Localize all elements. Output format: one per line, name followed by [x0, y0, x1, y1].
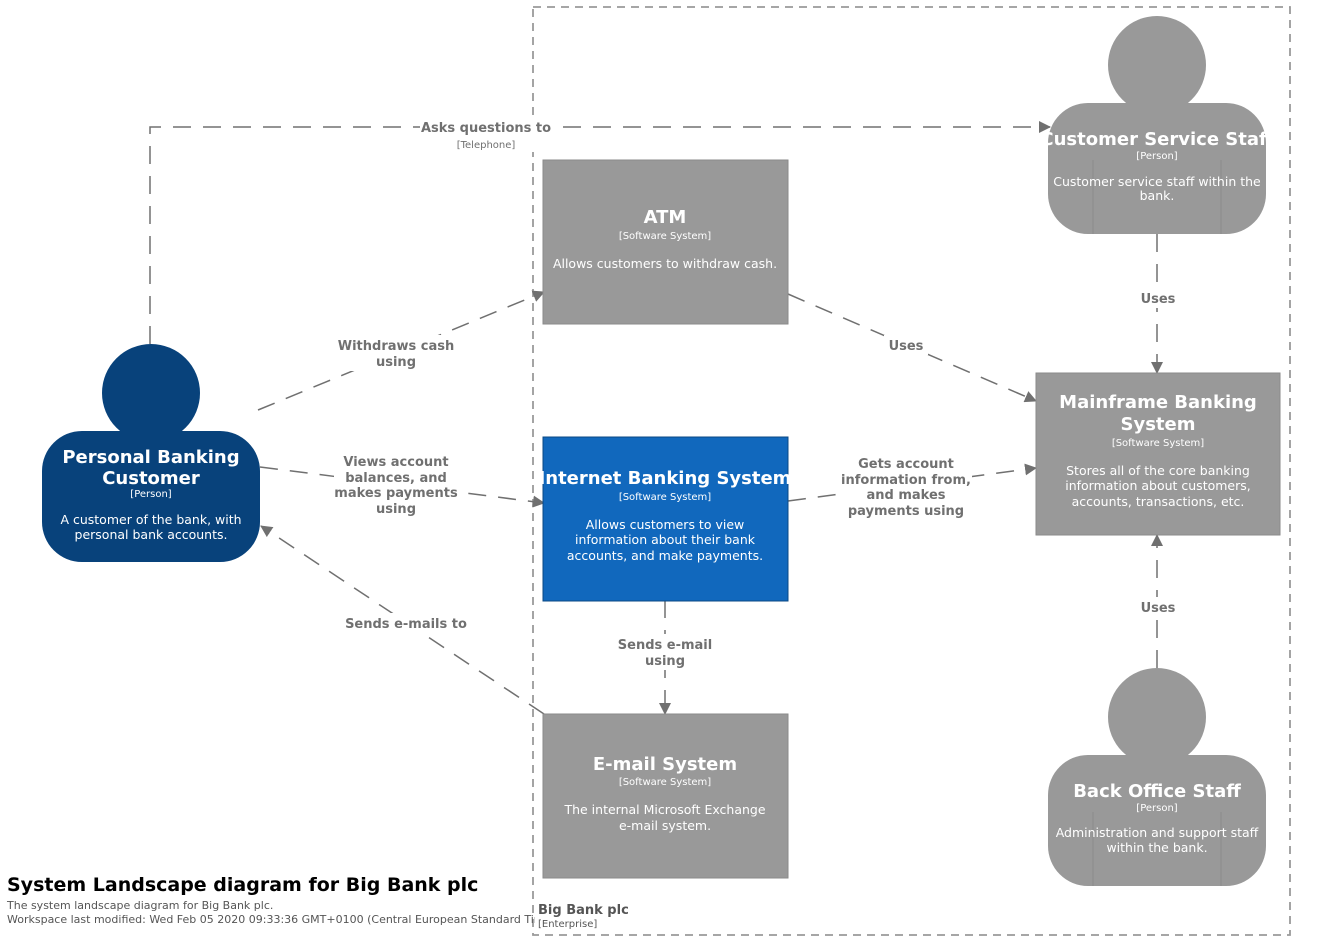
person-body — [42, 431, 260, 562]
email-system-box — [542, 713, 789, 879]
label-gets-account-info-line-4: payments using — [848, 504, 964, 519]
diagram-title: System Landscape diagram for Big Bank pl… — [7, 874, 479, 896]
label-cs-uses: Uses — [1136, 288, 1180, 308]
label-views-account-line-4: using — [376, 502, 416, 517]
diagram-description: The system landscape diagram for Big Ban… — [7, 899, 274, 912]
mainframe-name-line-1: Mainframe Banking — [1059, 392, 1257, 413]
label-views-account-line-1: Views account — [343, 455, 448, 470]
internet-banking-desc-line-1: Allows customers to view — [586, 517, 745, 532]
label-bo-uses-text: Uses — [1141, 601, 1176, 616]
label-bo-uses: Uses — [1136, 597, 1180, 617]
mainframe-banking-system[interactable]: Mainframe Banking System [Software Syste… — [1035, 372, 1281, 536]
internet-banking-type: [Software System] — [619, 492, 711, 503]
mainframe-box — [1035, 372, 1281, 536]
back-office-type: [Person] — [1136, 803, 1178, 814]
label-atm-uses-text: Uses — [889, 339, 924, 354]
personal-customer-type: [Person] — [130, 489, 172, 500]
email-system-desc-line-2: e-mail system. — [619, 818, 711, 833]
personal-customer-desc-line-2: personal bank accounts. — [75, 527, 228, 542]
customer-service-desc-line-1: Customer service staff within the — [1053, 174, 1261, 189]
back-office-desc-line-1: Administration and support staff — [1056, 825, 1259, 840]
boundary-type: [Enterprise] — [538, 919, 597, 930]
atm-name: ATM — [644, 207, 687, 228]
email-system[interactable]: E-mail System [Software System] The inte… — [542, 713, 789, 879]
label-sends-email-using-line-2: using — [645, 654, 685, 669]
email-system-type: [Software System] — [619, 777, 711, 788]
mainframe-desc-line-1: Stores all of the core banking — [1066, 463, 1250, 478]
label-gets-account-info-line-3: and makes — [866, 488, 945, 503]
internet-banking-name: Internet Banking System — [539, 468, 792, 489]
internet-banking-desc-line-2: information about their bank — [575, 532, 756, 547]
label-sends-emails-to-text: Sends e-mails to — [345, 617, 467, 632]
label-cs-uses-text: Uses — [1141, 292, 1176, 307]
label-asks-questions-text: Asks questions to — [421, 121, 551, 136]
customer-service-name: Customer Service Staff — [1040, 129, 1274, 150]
label-views-account: Views account balances, and makes paymen… — [334, 452, 458, 518]
internet-banking-desc-line-3: accounts, and make payments. — [567, 548, 763, 563]
internet-banking-system[interactable]: Internet Banking System [Software System… — [539, 436, 792, 602]
person-head-icon — [1108, 16, 1206, 114]
personal-customer-name-line-1: Personal Banking — [62, 447, 239, 468]
label-sends-emails-to: Sends e-mails to — [345, 613, 467, 633]
internet-banking-box — [542, 436, 789, 602]
edge-sends-emails-to[interactable] — [260, 525, 545, 715]
last-modified-text: Workspace last modified: Wed Feb 05 2020… — [7, 913, 535, 926]
mainframe-desc-line-3: accounts, transactions, etc. — [1072, 494, 1245, 509]
label-asks-questions: Asks questions to [Telephone] — [420, 116, 553, 152]
label-views-account-line-3: makes payments — [334, 486, 458, 501]
email-system-name: E-mail System — [593, 754, 737, 775]
label-gets-account-info: Gets account information from, and makes… — [840, 454, 972, 520]
person-body — [1048, 103, 1266, 234]
customer-service-staff[interactable]: Customer Service Staff [Person] Customer… — [1040, 16, 1274, 234]
boundary-label: Big Bank plc [Enterprise] — [538, 903, 629, 930]
personal-banking-customer[interactable]: Personal Banking Customer [Person] A cus… — [42, 344, 260, 562]
edge-views-account[interactable] — [259, 466, 545, 508]
atm-type: [Software System] — [619, 231, 711, 242]
label-gets-account-info-line-2: information from, — [841, 473, 971, 488]
customer-service-desc-line-2: bank. — [1140, 188, 1175, 203]
diagram-footer: System Landscape diagram for Big Bank pl… — [7, 874, 535, 927]
atm-system[interactable]: ATM [Software System] Allows customers t… — [542, 159, 789, 325]
edge-asks-questions[interactable] — [149, 121, 1051, 344]
label-gets-account-info-line-1: Gets account — [858, 457, 954, 472]
back-office-staff[interactable]: Back Office Staff [Person] Administratio… — [1048, 668, 1266, 886]
label-withdraws-cash: Withdraws cash using — [338, 335, 455, 371]
atm-desc-line-1: Allows customers to withdraw cash. — [553, 256, 777, 271]
email-system-desc-line-1: The internal Microsoft Exchange — [563, 802, 765, 817]
label-withdraws-cash-line-2: using — [376, 355, 416, 370]
label-atm-uses: Uses — [884, 335, 928, 355]
atm-box — [542, 159, 789, 325]
label-sends-email-using: Sends e-mail using — [618, 634, 712, 670]
enterprise-boundary — [532, 6, 1291, 936]
personal-customer-name-line-2: Customer — [102, 468, 200, 489]
person-body — [1048, 755, 1266, 886]
boundary-name: Big Bank plc — [538, 903, 629, 918]
mainframe-type: [Software System] — [1112, 438, 1204, 449]
relationship-labels: Asks questions to [Telephone] Withdraws … — [334, 116, 1180, 670]
person-head-icon — [1108, 668, 1206, 766]
back-office-name: Back Office Staff — [1073, 781, 1241, 802]
customer-service-type: [Person] — [1136, 151, 1178, 162]
personal-customer-desc-line-1: A customer of the bank, with — [60, 512, 241, 527]
person-head-icon — [102, 344, 200, 442]
label-views-account-line-2: balances, and — [345, 471, 447, 486]
mainframe-name-line-2: System — [1121, 414, 1196, 435]
last-modified-clip: Workspace last modified: Wed Feb 05 2020… — [7, 913, 535, 927]
back-office-desc-line-2: within the bank. — [1106, 840, 1207, 855]
mainframe-desc-line-2: information about customers, — [1065, 478, 1251, 493]
label-asks-questions-technology: [Telephone] — [457, 140, 516, 151]
label-sends-email-using-line-1: Sends e-mail — [618, 638, 712, 653]
label-withdraws-cash-line-1: Withdraws cash — [338, 339, 455, 354]
